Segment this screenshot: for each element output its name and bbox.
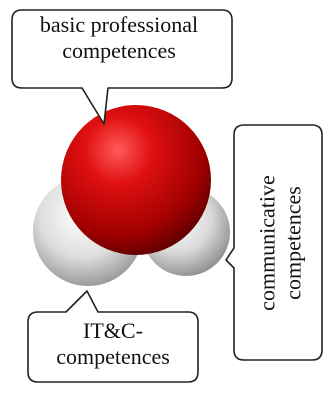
callout-bottom-bubble bbox=[27, 290, 199, 383]
callout-top-line-2: competences bbox=[62, 38, 176, 64]
oxygen-atom bbox=[61, 105, 211, 255]
callout-right-label: communicative competences bbox=[238, 130, 324, 356]
callout-top-line-1: basic professional bbox=[39, 12, 199, 37]
callout-bottom-label: IT&C- competences bbox=[30, 318, 196, 371]
callout-right-line-2: competences bbox=[281, 186, 306, 300]
callout-top-bubble bbox=[11, 9, 233, 125]
callout-right-line-1: communicative bbox=[254, 175, 280, 311]
callout-top-label: basic professional competences bbox=[13, 12, 225, 65]
callout-right-bubble bbox=[225, 124, 323, 361]
callout-bottom-line-2: competences bbox=[56, 344, 170, 370]
callout-bottom-line-1: IT&C- bbox=[83, 318, 143, 343]
